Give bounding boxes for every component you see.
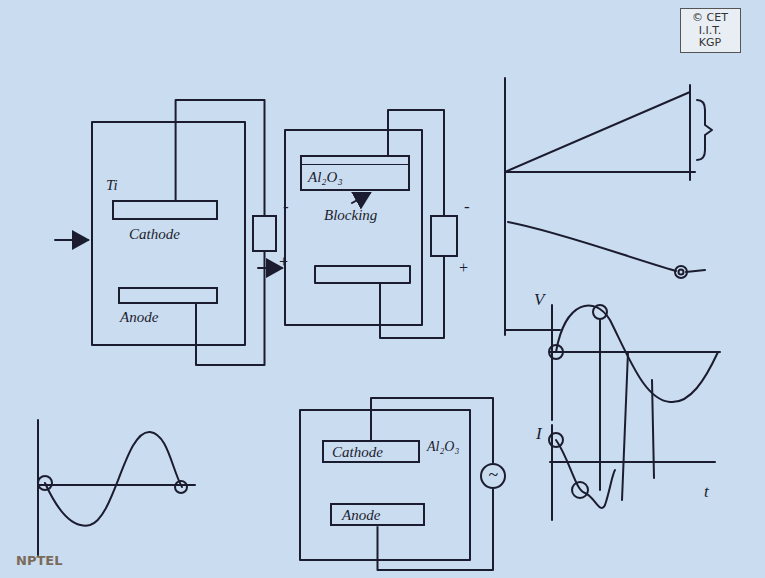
- cathode-plate: CathodeAl₂O₃: [322, 440, 420, 463]
- node-label: Cathode: [129, 226, 180, 243]
- node-label: Blocking: [324, 207, 377, 224]
- watermark-box: © CET I.I.T. KGP: [680, 8, 741, 53]
- voltage-wave: [556, 305, 718, 402]
- node-text: Anode: [342, 507, 380, 524]
- axis: [551, 425, 553, 520]
- pointer-arrow: [352, 193, 370, 203]
- point-marker: [38, 476, 52, 490]
- anode-plate: Anode: [330, 503, 425, 526]
- chamber: [92, 122, 245, 345]
- axis: [550, 351, 720, 353]
- node-label: Anode: [120, 309, 158, 326]
- point-marker: [675, 266, 687, 278]
- voltage-ramp: [505, 92, 690, 172]
- anode-plate: [315, 266, 410, 283]
- wire: [388, 110, 444, 215]
- node-label: Al₂O₃: [427, 439, 459, 455]
- oxide-layer-line: [302, 164, 408, 165]
- axis: [504, 78, 506, 335]
- axis: [505, 171, 695, 173]
- node-text: ~: [488, 465, 498, 486]
- current-wave: [556, 440, 615, 508]
- point-marker: [549, 433, 563, 447]
- watermark-text: NPTEL: [16, 553, 62, 568]
- sine-wave: [45, 432, 182, 526]
- axis: [551, 305, 553, 420]
- wire: [378, 489, 494, 570]
- current-decay: [508, 222, 676, 271]
- node-text: © CET I.I.T. KGP: [686, 12, 734, 50]
- chamber: [300, 410, 470, 560]
- axis-label: t: [704, 482, 709, 502]
- wire: [371, 398, 493, 463]
- chamber: [285, 130, 422, 325]
- node-text: Cathode: [332, 444, 383, 461]
- coated-cathode-plate: Al₂O₃Blocking: [300, 155, 410, 191]
- point-marker: [549, 345, 563, 359]
- node-label: +: [278, 253, 289, 271]
- dc-supply: -+: [430, 215, 458, 257]
- point-marker: [175, 481, 187, 493]
- axis: [686, 270, 705, 272]
- marker-line: [689, 85, 691, 180]
- axis-label: V: [534, 290, 544, 310]
- axis: [550, 461, 715, 463]
- node-label: Ti: [106, 177, 118, 194]
- dc-supply: -+: [252, 215, 277, 252]
- guide-line: [622, 352, 628, 500]
- node-text: Al₂O₃: [308, 169, 343, 186]
- point-marker: [593, 305, 607, 319]
- inlet-arrow: [55, 239, 88, 241]
- point-marker: [572, 482, 588, 498]
- cathode-plate: TiCathode: [112, 200, 218, 220]
- wire: [380, 257, 444, 338]
- ac-source: ~: [480, 463, 506, 489]
- node-label: -: [464, 197, 470, 217]
- brace: [697, 100, 712, 160]
- wire: [176, 100, 265, 215]
- point-marker: [679, 270, 684, 275]
- anode-plate: Anode: [118, 287, 218, 304]
- node-label: +: [458, 259, 469, 277]
- wire: [196, 252, 265, 365]
- node-label: -: [283, 197, 289, 217]
- guide-line: [652, 380, 654, 478]
- axis-label: I: [536, 424, 542, 444]
- guide-line: [599, 319, 601, 490]
